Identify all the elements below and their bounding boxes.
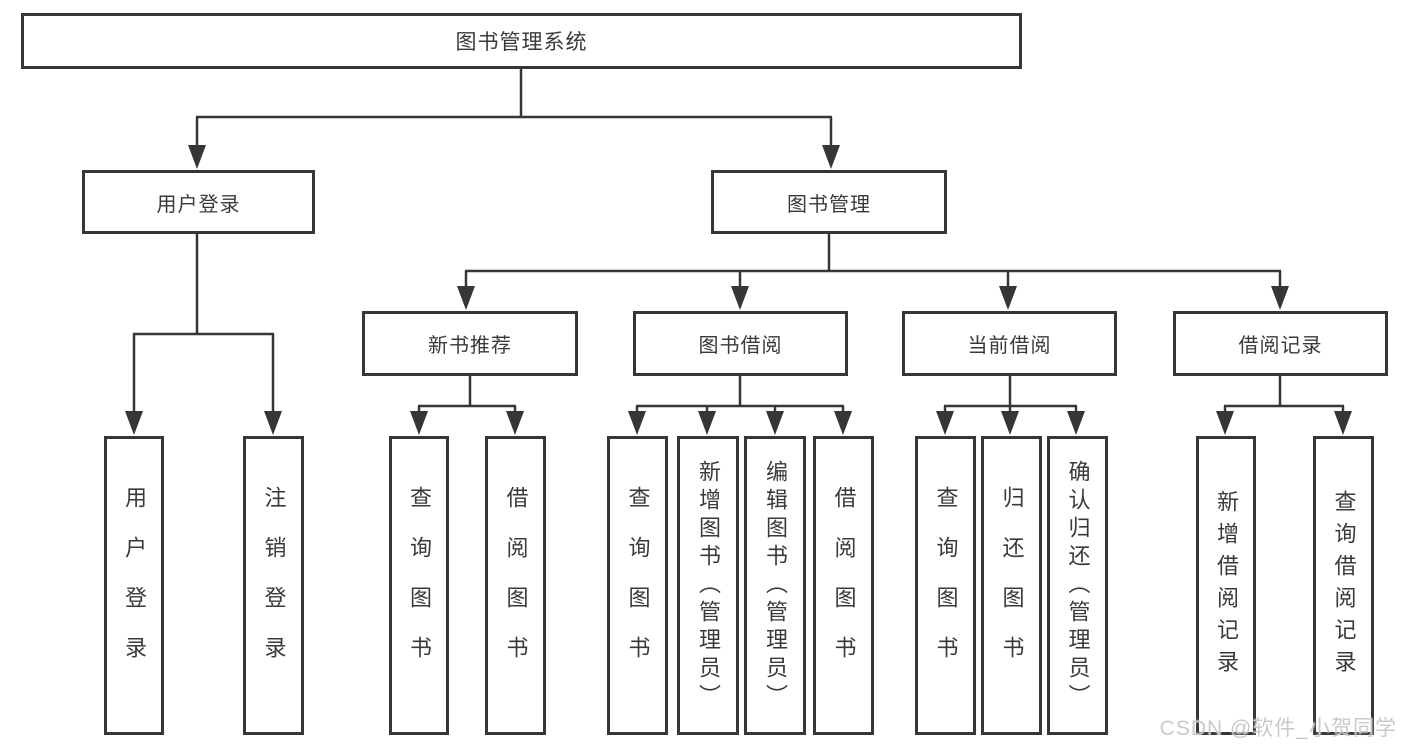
leaf-return-books: 归还图书 [981, 436, 1042, 735]
node-current-borrow: 当前借阅 [902, 311, 1117, 376]
leaf-borrow-books: 借阅图书 [813, 436, 874, 735]
node-book-borrow-label: 图书借阅 [698, 335, 783, 357]
node-borrow-records-label: 借阅记录 [1238, 335, 1323, 357]
node-user-login-label: 用户登录 [156, 193, 241, 216]
node-root: 图书管理系统 [21, 13, 1022, 69]
leaf-recommend-borrow-books: 借阅图书 [485, 436, 546, 735]
leaf-edit-books-admin: 编辑图书（管理员） [744, 436, 806, 735]
node-root-label: 图书管理系统 [455, 31, 588, 54]
node-book-management: 图书管理 [711, 170, 947, 234]
node-book-borrow: 图书借阅 [633, 311, 848, 376]
node-borrow-records: 借阅记录 [1173, 311, 1388, 376]
leaf-logout: 注销登录 [243, 436, 304, 735]
leaf-recommend-query-books: 查询图书 [389, 436, 449, 735]
node-current-borrow-label: 当前借阅 [967, 335, 1052, 357]
leaf-query-borrow-record: 查询借阅记录 [1313, 436, 1374, 735]
node-new-book-recommend: 新书推荐 [362, 311, 578, 376]
node-user-login: 用户登录 [82, 170, 315, 234]
leaf-add-borrow-record: 新增借阅记录 [1196, 436, 1256, 735]
node-new-book-recommend-label: 新书推荐 [428, 335, 512, 357]
leaf-borrow-query-books: 查询图书 [607, 436, 668, 735]
leaf-current-query-books: 查询图书 [915, 436, 976, 735]
leaf-add-books-admin: 新增图书（管理员） [677, 436, 739, 735]
leaf-user-login: 用户登录 [104, 436, 164, 735]
leaf-confirm-return-admin: 确认归还（管理员） [1047, 436, 1108, 735]
node-book-management-label: 图书管理 [787, 193, 871, 216]
csdn-watermark: CSDN @软件_小贺同学 [1159, 717, 1397, 740]
